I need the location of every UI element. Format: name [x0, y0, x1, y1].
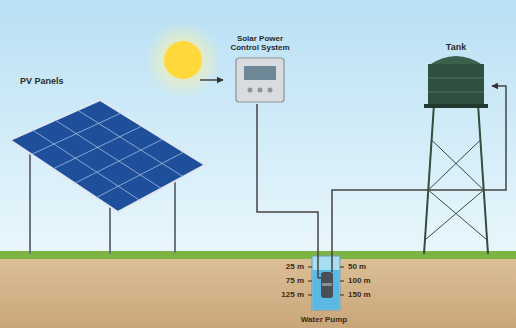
depth-tick	[340, 281, 344, 282]
panel-leg	[174, 181, 176, 253]
tower-leg	[424, 104, 434, 254]
pump-pipe	[331, 226, 333, 272]
panel-grid-line	[53, 126, 142, 169]
pump-body	[321, 272, 333, 298]
control-button	[258, 88, 263, 93]
control-button	[248, 88, 253, 93]
depth-label: 125 m	[258, 290, 304, 300]
node-label: Water Pump	[301, 315, 347, 324]
panel-grid-line	[55, 120, 162, 189]
depth-tick	[340, 267, 344, 268]
tower-brace	[428, 140, 480, 190]
connector	[332, 86, 506, 226]
depth-label: 150 m	[348, 290, 394, 300]
node-label: PV Panels	[20, 76, 64, 86]
control-button	[268, 88, 273, 93]
tower-leg	[478, 104, 488, 254]
depth-label: 100 m	[348, 276, 394, 286]
well-water	[313, 270, 340, 310]
pump-cable	[317, 226, 319, 278]
depth-tick	[308, 295, 312, 296]
node-label: Tank	[446, 42, 466, 52]
ground	[0, 256, 516, 328]
tank-band	[428, 92, 484, 93]
sun-glow	[145, 22, 221, 98]
grass	[0, 251, 516, 259]
well-shaft	[312, 256, 340, 310]
tank-band	[428, 78, 484, 79]
control-screen	[244, 66, 276, 80]
tank-body	[428, 64, 484, 104]
depth-tick	[340, 295, 344, 296]
panel-grid-line	[33, 130, 140, 200]
panel-grid-line	[96, 152, 184, 198]
tower-legs	[424, 104, 488, 254]
pump-unit: Water Pump	[292, 226, 356, 324]
tower-brace	[432, 140, 484, 190]
tank-unit: Tank	[420, 42, 492, 108]
sky	[0, 0, 516, 258]
control-box	[236, 58, 284, 102]
tower-platform	[424, 104, 488, 108]
panel-grid	[32, 110, 184, 200]
connector	[200, 79, 223, 81]
sun	[164, 41, 202, 79]
depth-ticks	[308, 267, 344, 295]
depth-label: 75 m	[258, 276, 304, 286]
depth-label: 50 m	[348, 262, 394, 272]
panel-leg	[109, 207, 111, 254]
tower-brace	[425, 190, 484, 240]
panel-grid-line	[32, 113, 121, 154]
connector	[257, 104, 318, 226]
solar-panel	[10, 100, 205, 212]
depth-tick	[308, 267, 312, 268]
depth-label: 25 m	[258, 262, 304, 272]
panel-grid-line	[78, 110, 184, 177]
depth-tick	[308, 281, 312, 282]
control-unit: Solar Power Control System	[223, 34, 297, 104]
pump-cable	[318, 277, 321, 279]
panel-array: PV Panels	[8, 72, 200, 214]
tower-brace	[428, 190, 487, 240]
pump-band	[322, 283, 332, 286]
node-label: Solar Power Control System	[225, 34, 295, 52]
panel-leg	[29, 153, 31, 254]
panel-grid-line	[75, 139, 163, 183]
